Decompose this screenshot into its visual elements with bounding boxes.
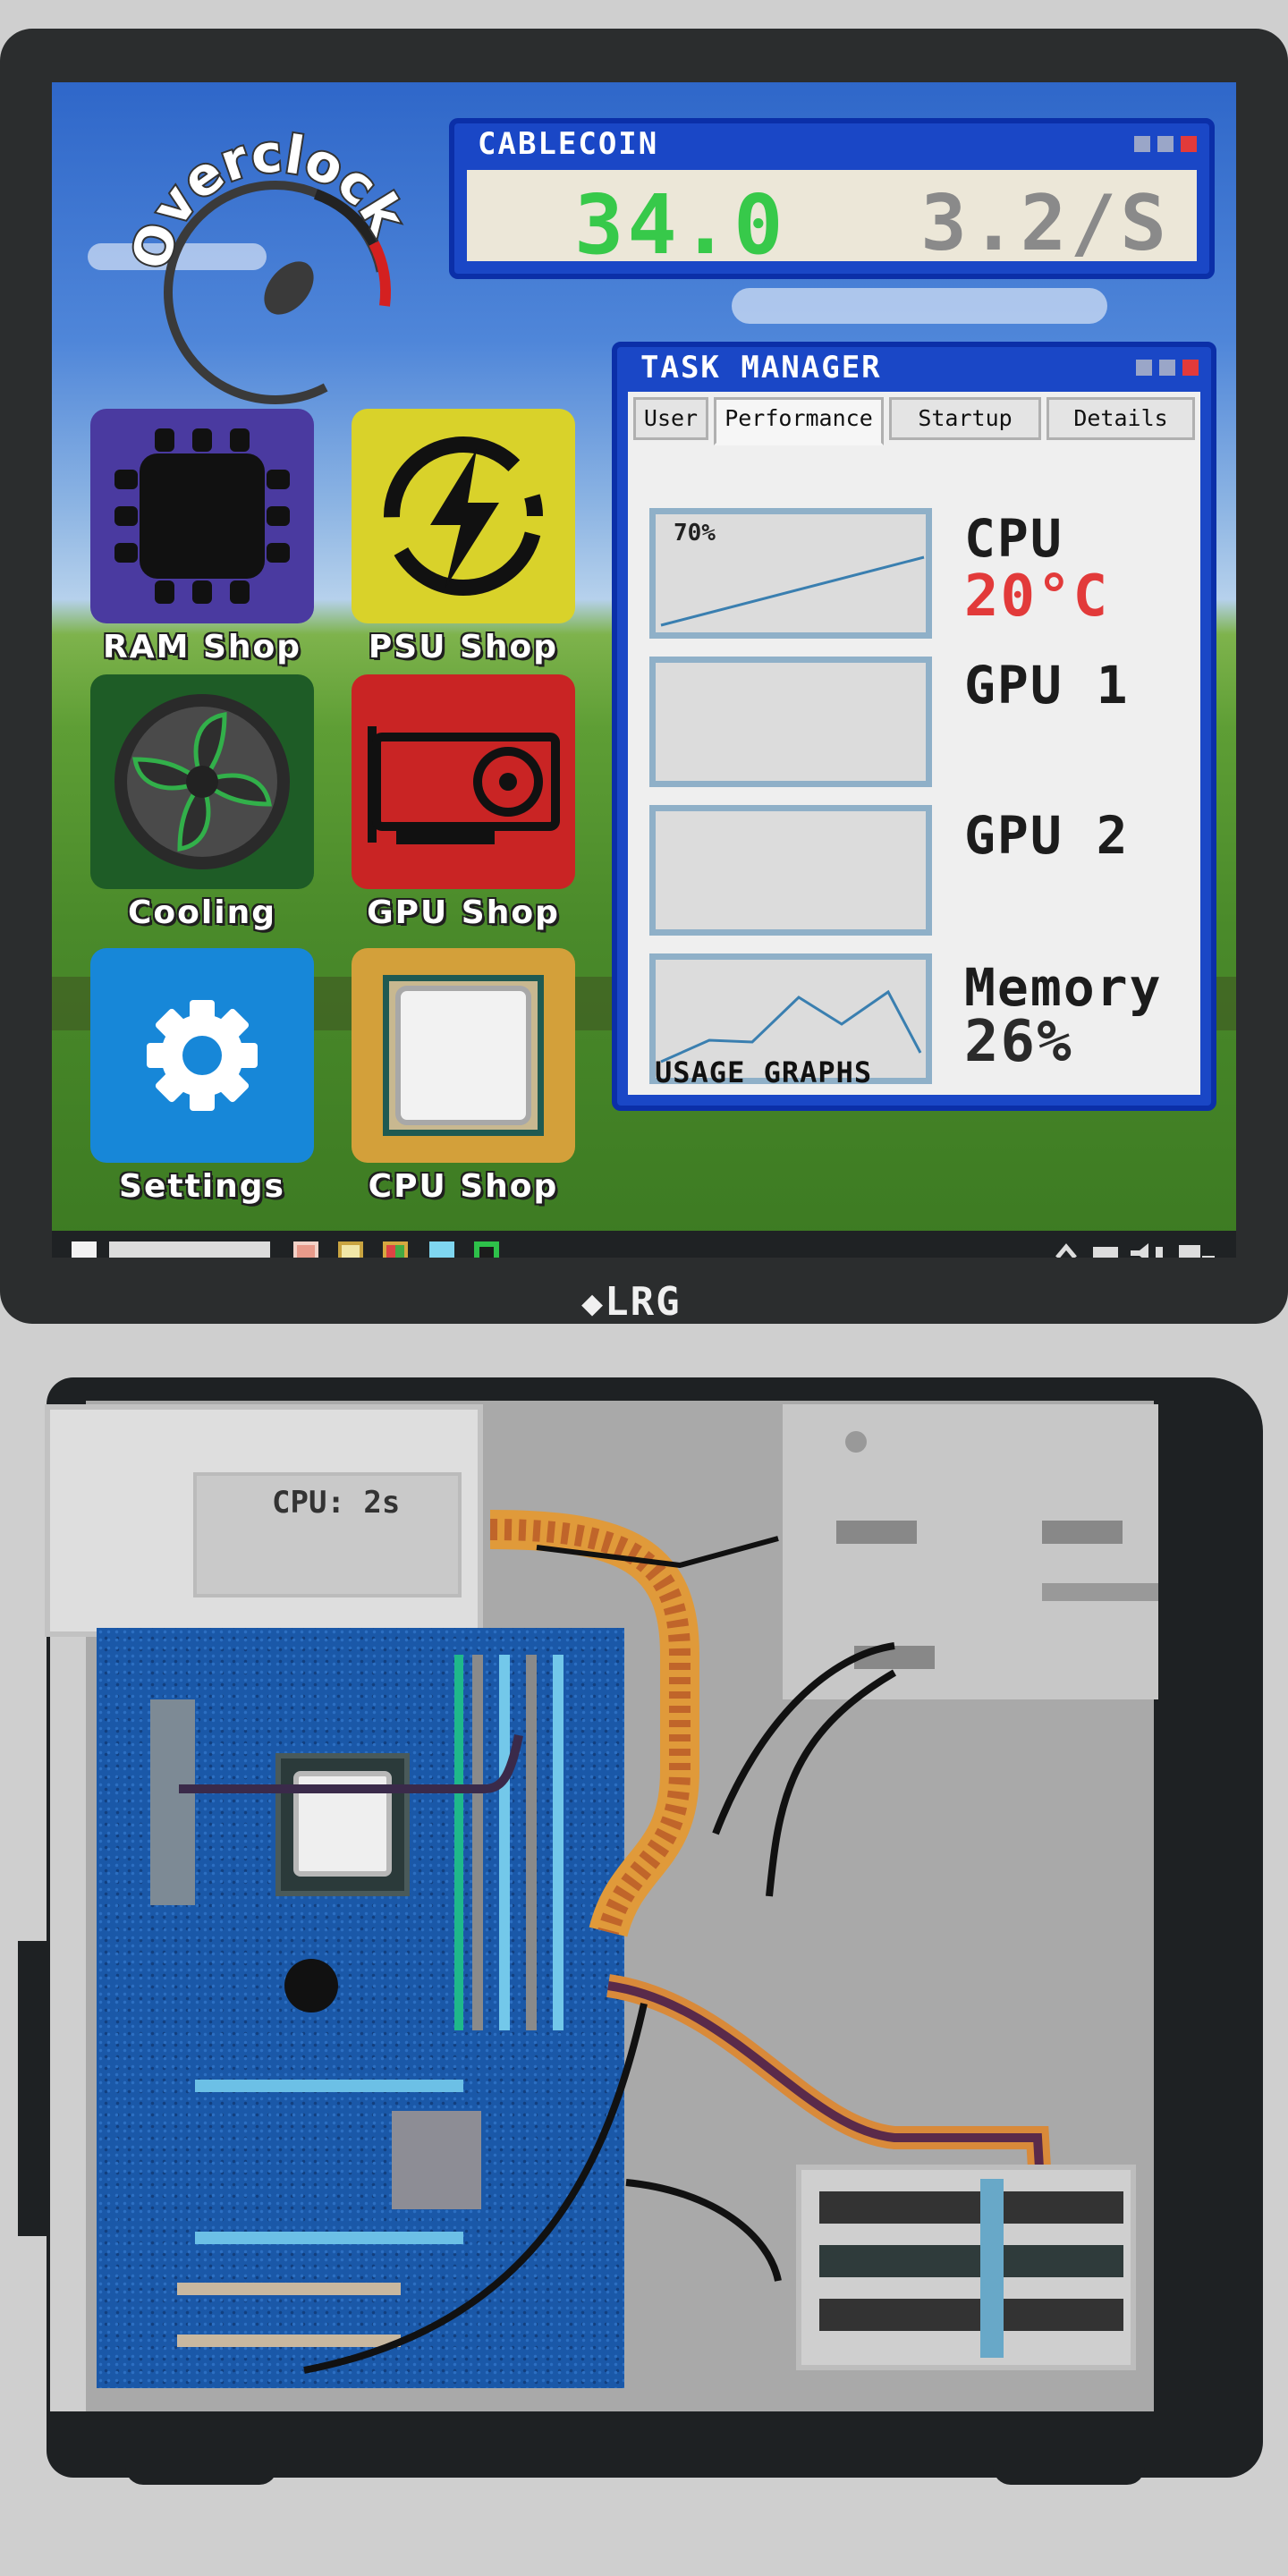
memory-label: Memory	[964, 957, 1163, 1018]
pc-case: CPU: 2s	[0, 1360, 1288, 2504]
cpu-graph-label: 70%	[674, 520, 716, 547]
lightning-icon	[352, 409, 575, 623]
chipset-heatsink	[392, 2111, 481, 2209]
pcie-slot	[177, 2283, 401, 2295]
processor-icon	[352, 948, 575, 1163]
gpu2-label: GPU 2	[964, 805, 1130, 866]
search-bar[interactable]	[109, 1241, 270, 1258]
cpu-label: CPU	[964, 508, 1063, 569]
monitor: Overclock RAM Shop	[0, 29, 1288, 1325]
app-icon-green[interactable]	[474, 1241, 499, 1258]
case-side-panel	[18, 1941, 50, 2236]
gpu2-graph	[649, 805, 932, 936]
memory-graph	[649, 953, 932, 1084]
task-manager-title: TASK MANAGER	[640, 350, 882, 386]
cablecoin-title: CABLECOIN	[478, 126, 659, 162]
app-icon-multi[interactable]	[383, 1241, 408, 1258]
app-cpu-shop[interactable]: CPU Shop	[347, 948, 580, 1205]
graphics-card-icon	[352, 674, 575, 889]
app-label: RAM Shop	[103, 629, 301, 665]
notification-icon	[1179, 1245, 1200, 1258]
brand-logo-icon: ◆	[581, 1283, 606, 1324]
network-icon	[1093, 1247, 1118, 1258]
app-icon-cyan[interactable]	[429, 1241, 454, 1258]
app-icon-yellow[interactable]	[338, 1241, 363, 1258]
io-connectors	[150, 1699, 195, 1905]
cpu-timer-text: CPU: 2s	[272, 1485, 401, 1521]
ram-slot	[526, 1655, 537, 2030]
app-label: CPU Shop	[368, 1168, 559, 1205]
monitor-brand: ◆LRG	[581, 1279, 682, 1325]
app-ram-shop[interactable]: RAM Shop	[86, 409, 318, 665]
cpu-timer-panel: CPU: 2s	[193, 1472, 462, 1597]
ram-slot	[553, 1655, 564, 2030]
system-tray[interactable]	[1054, 1240, 1224, 1258]
window-controls[interactable]	[1134, 136, 1197, 152]
minimize-button[interactable]	[1134, 136, 1150, 152]
gpu1-label: GPU 1	[964, 655, 1130, 716]
chevron-up-icon	[1055, 1243, 1077, 1258]
gpu1-graph	[649, 657, 932, 787]
close-button[interactable]	[1182, 360, 1199, 376]
ram-slot	[472, 1655, 483, 2030]
app-cooling[interactable]: Cooling	[86, 674, 318, 931]
cpu-temperature: 20°C	[964, 564, 1110, 630]
overclock-logo: Overclock	[106, 109, 445, 431]
app-psu-shop[interactable]: PSU Shop	[347, 409, 580, 665]
ram-slot	[499, 1655, 510, 2030]
cablecoin-body: 34.0 3.2/S	[467, 170, 1197, 273]
app-label: GPU Shop	[367, 894, 560, 931]
maximize-button[interactable]	[1159, 360, 1175, 376]
usage-graphs-label: USAGE GRAPHS	[655, 1055, 873, 1089]
power-cables	[179, 1510, 1058, 2374]
taskbar	[52, 1231, 1236, 1258]
app-label: PSU Shop	[368, 629, 559, 665]
close-button[interactable]	[1181, 136, 1197, 152]
tab-details[interactable]: Details	[1046, 397, 1195, 440]
app-icon-red[interactable]	[293, 1241, 318, 1258]
case-foot-right	[993, 2458, 1145, 2485]
window-controls[interactable]	[1136, 360, 1199, 376]
app-settings[interactable]: Settings	[86, 948, 318, 1205]
drive-bay	[783, 1404, 1158, 1699]
minimize-button[interactable]	[1136, 360, 1152, 376]
cpu-graph: 70%	[649, 508, 932, 639]
volume-icon	[1131, 1243, 1148, 1258]
tab-user[interactable]: User	[633, 397, 708, 440]
cmos-battery	[284, 1959, 338, 2012]
start-icon[interactable]	[72, 1241, 97, 1258]
cablecoin-window[interactable]: CABLECOIN 34.0 3.2/S	[449, 118, 1215, 279]
cablecoin-rate: 3.2/S	[920, 179, 1170, 268]
tab-performance[interactable]: Performance	[714, 397, 884, 445]
maximize-button[interactable]	[1157, 136, 1174, 152]
motherboard	[97, 1628, 624, 2388]
fan-icon	[90, 674, 314, 889]
power-supply: CPU: 2s	[45, 1404, 483, 1637]
pcie-slot	[177, 2334, 401, 2347]
app-gpu-shop[interactable]: GPU Shop	[347, 674, 580, 931]
cpu-socket	[275, 1753, 410, 1896]
desktop-screen: Overclock RAM Shop	[52, 82, 1236, 1258]
task-manager-tabs: User Performance Startup Details	[633, 397, 1195, 445]
app-label: Cooling	[128, 894, 276, 931]
pcie-slot	[195, 2232, 463, 2244]
case-foot-left	[125, 2458, 277, 2485]
hard-drive-cage	[796, 2165, 1136, 2370]
gear-icon	[90, 948, 314, 1163]
task-manager-window[interactable]: TASK MANAGER User Performance Startup De…	[612, 342, 1216, 1111]
pcie-slot	[195, 2080, 463, 2092]
cablecoin-balance: 34.0	[574, 177, 787, 273]
task-manager-body: User Performance Startup Details 70% CPU…	[628, 392, 1200, 1095]
app-label: Settings	[119, 1168, 285, 1205]
memory-usage: 26%	[964, 1009, 1073, 1075]
chip-icon	[90, 409, 314, 623]
tab-startup[interactable]: Startup	[889, 397, 1041, 440]
